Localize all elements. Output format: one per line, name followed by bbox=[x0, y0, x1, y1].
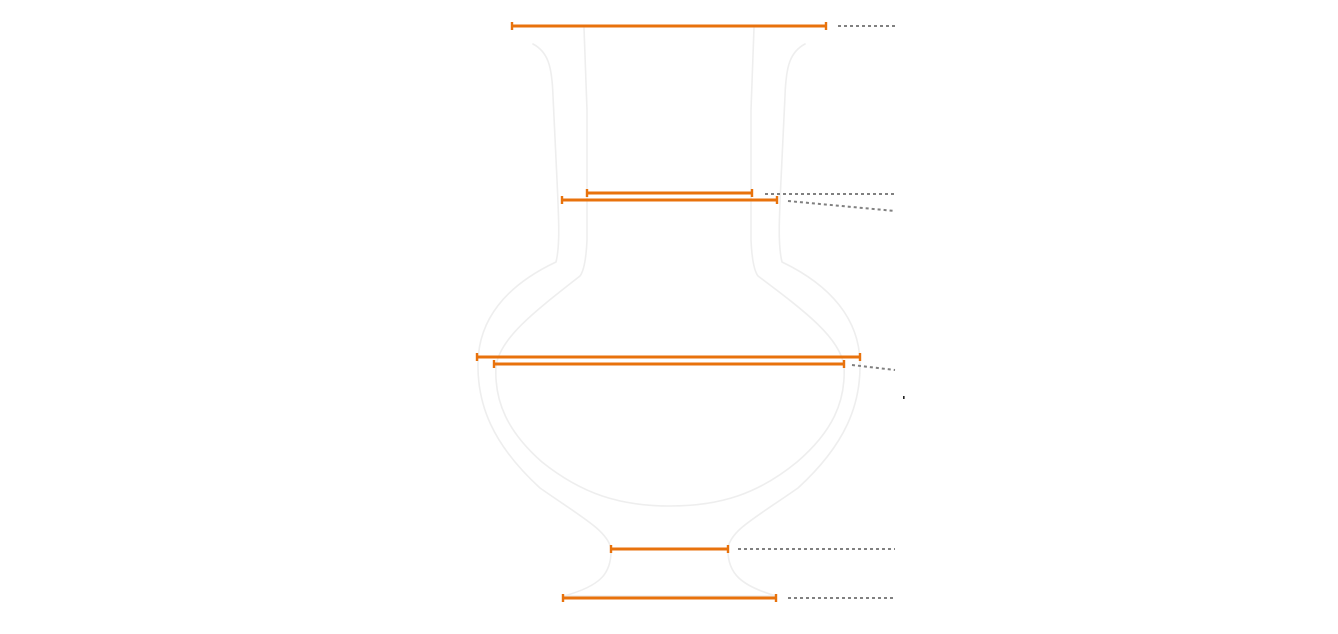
neck-outer-width-leader bbox=[787, 200, 896, 212]
vase-inner-outline bbox=[495, 27, 845, 507]
leader-lines bbox=[738, 25, 896, 599]
neck-outer-width-measure bbox=[560, 196, 779, 204]
body-outer-width-measure bbox=[475, 353, 862, 361]
marker-dot bbox=[903, 396, 905, 399]
body-inner-width-leader bbox=[851, 364, 896, 371]
measurement-lines bbox=[475, 22, 862, 602]
rim-width-measure bbox=[510, 22, 828, 30]
vase-silhouette bbox=[477, 27, 861, 597]
neck-inner-width-measure bbox=[585, 189, 754, 197]
vase-outer-outline bbox=[477, 43, 861, 597]
body-inner-width-measure bbox=[492, 360, 846, 368]
base-width-measure bbox=[561, 594, 778, 602]
foot-neck-width-measure bbox=[609, 545, 730, 553]
